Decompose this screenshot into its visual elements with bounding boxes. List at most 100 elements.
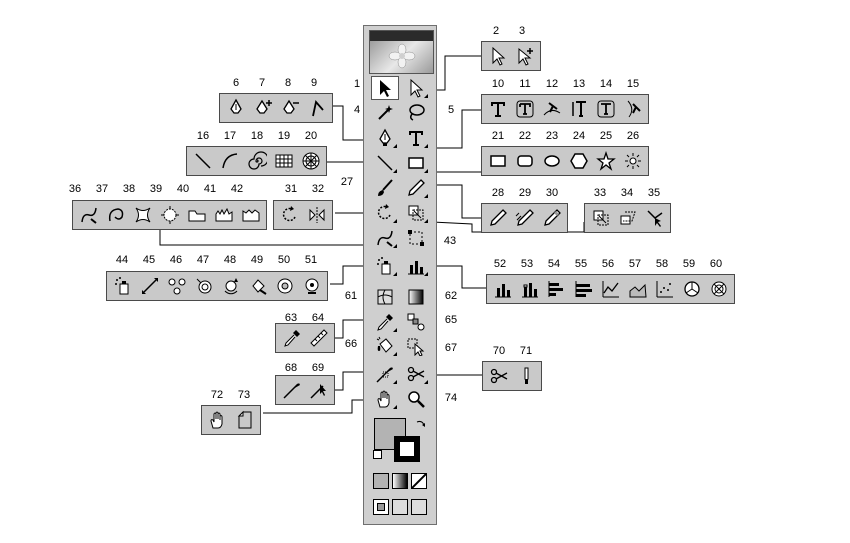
- add-anchor-tool[interactable]: [249, 96, 276, 120]
- rectangular-grid-tool[interactable]: [270, 149, 297, 173]
- free-transform-tool[interactable]: [402, 226, 430, 250]
- stroke-swatch[interactable]: [394, 436, 420, 462]
- direct-selection-tool[interactable]: [484, 44, 511, 68]
- pencil-tool[interactable]: [402, 176, 430, 200]
- reflect-tool[interactable]: [303, 203, 330, 227]
- scale-tool[interactable]: [587, 206, 614, 230]
- stacked-bar-graph-tool[interactable]: [570, 277, 597, 301]
- stacked-column-graph-tool[interactable]: [516, 277, 543, 301]
- symbol-spinner-tool[interactable]: [217, 274, 244, 298]
- knife-tool[interactable]: [512, 364, 539, 388]
- rounded-rectangle-tool[interactable]: [511, 149, 538, 173]
- group-selection-tool[interactable]: [511, 44, 538, 68]
- polygon-tool[interactable]: [565, 149, 592, 173]
- type-tool[interactable]: [484, 97, 511, 121]
- magic-wand-tool[interactable]: [371, 100, 399, 124]
- bar-graph-tool[interactable]: [543, 277, 570, 301]
- crystallize-tool[interactable]: [210, 203, 237, 227]
- type-tool[interactable]: [402, 126, 430, 150]
- rectangle-tool[interactable]: [402, 151, 430, 175]
- radar-graph-tool[interactable]: [705, 277, 732, 301]
- full-screen-menu-mode-button[interactable]: [392, 499, 408, 515]
- vertical-area-type-tool[interactable]: [592, 97, 619, 121]
- none-mode-button[interactable]: [411, 473, 427, 489]
- scatter-graph-tool[interactable]: [651, 277, 678, 301]
- bloat-tool[interactable]: [156, 203, 183, 227]
- gradient-mode-button[interactable]: [392, 473, 408, 489]
- eyedropper-tool[interactable]: [371, 310, 399, 334]
- delete-anchor-tool[interactable]: [276, 96, 303, 120]
- ellipse-tool[interactable]: [538, 149, 565, 173]
- flare-tool[interactable]: [619, 149, 646, 173]
- symbol-sprayer-tool[interactable]: [109, 274, 136, 298]
- lasso-tool[interactable]: [402, 100, 430, 124]
- default-colors-icon[interactable]: [373, 450, 382, 459]
- reshape-tool[interactable]: [641, 206, 668, 230]
- rectangle-tool[interactable]: [484, 149, 511, 173]
- column-graph-tool[interactable]: [402, 254, 430, 278]
- toolbox-title-bar[interactable]: [370, 31, 433, 41]
- twirl-tool[interactable]: [102, 203, 129, 227]
- rotate-tool[interactable]: [276, 203, 303, 227]
- line-segment-tool[interactable]: [371, 151, 399, 175]
- pucker-tool[interactable]: [129, 203, 156, 227]
- arc-tool[interactable]: [216, 149, 243, 173]
- measure-tool[interactable]: [305, 326, 332, 350]
- pen-tool[interactable]: [222, 96, 249, 120]
- hand-tool[interactable]: [371, 387, 399, 411]
- live-paint-selection-tool[interactable]: [402, 334, 430, 358]
- polar-grid-tool[interactable]: [297, 149, 324, 173]
- symbol-sprayer-tool[interactable]: [371, 254, 399, 278]
- slice-tool[interactable]: [278, 378, 305, 402]
- symbol-scruncher-tool[interactable]: [163, 274, 190, 298]
- print-tiling-tool[interactable]: [231, 408, 258, 432]
- slice-tool[interactable]: [371, 362, 399, 386]
- vertical-type-on-path-tool[interactable]: [619, 97, 646, 121]
- pen-tool[interactable]: [371, 126, 399, 150]
- pie-graph-tool[interactable]: [678, 277, 705, 301]
- zoom-tool[interactable]: [402, 387, 430, 411]
- scale-tool[interactable]: [402, 201, 430, 225]
- area-type-tool[interactable]: [511, 97, 538, 121]
- symbol-screener-tool[interactable]: [271, 274, 298, 298]
- rotate-tool[interactable]: [371, 201, 399, 225]
- type-on-path-tool[interactable]: [538, 97, 565, 121]
- paintbrush-tool[interactable]: [371, 176, 399, 200]
- star-tool[interactable]: [592, 149, 619, 173]
- hand-tool[interactable]: [204, 408, 231, 432]
- spiral-tool[interactable]: [243, 149, 270, 173]
- warp-tool[interactable]: [75, 203, 102, 227]
- symbol-shifter-tool[interactable]: [136, 274, 163, 298]
- standard-screen-mode-button[interactable]: [373, 499, 389, 515]
- wrinkle-tool[interactable]: [237, 203, 264, 227]
- selection-tool[interactable]: [371, 76, 399, 100]
- line-graph-tool[interactable]: [597, 277, 624, 301]
- shear-tool[interactable]: [614, 206, 641, 230]
- column-graph-tool[interactable]: [489, 277, 516, 301]
- full-screen-mode-button[interactable]: [411, 499, 427, 515]
- area-graph-tool[interactable]: [624, 277, 651, 301]
- symbol-sizer-tool[interactable]: [190, 274, 217, 298]
- blend-tool[interactable]: [402, 310, 430, 334]
- mesh-tool[interactable]: [371, 285, 399, 309]
- callout-number-38: 38: [122, 183, 136, 195]
- slice-selection-tool[interactable]: [305, 378, 332, 402]
- eyedropper-tool[interactable]: [278, 326, 305, 350]
- color-mode-button[interactable]: [373, 473, 389, 489]
- gradient-tool[interactable]: [402, 285, 430, 309]
- line-segment-tool[interactable]: [189, 149, 216, 173]
- scissors-tool[interactable]: [402, 362, 430, 386]
- symbol-styler-tool[interactable]: [298, 274, 325, 298]
- warp-tool[interactable]: [371, 226, 399, 250]
- direct-selection-tool[interactable]: [402, 76, 430, 100]
- vertical-type-tool[interactable]: [565, 97, 592, 121]
- pencil-tool[interactable]: [484, 206, 511, 230]
- path-eraser-tool[interactable]: [538, 206, 565, 230]
- live-paint-bucket-tool[interactable]: [371, 334, 399, 358]
- smooth-tool[interactable]: [511, 206, 538, 230]
- swap-fill-stroke-icon[interactable]: [416, 418, 426, 430]
- scallop-tool[interactable]: [183, 203, 210, 227]
- symbol-stainer-tool[interactable]: [244, 274, 271, 298]
- scissors-tool[interactable]: [485, 364, 512, 388]
- convert-anchor-tool[interactable]: [303, 96, 330, 120]
